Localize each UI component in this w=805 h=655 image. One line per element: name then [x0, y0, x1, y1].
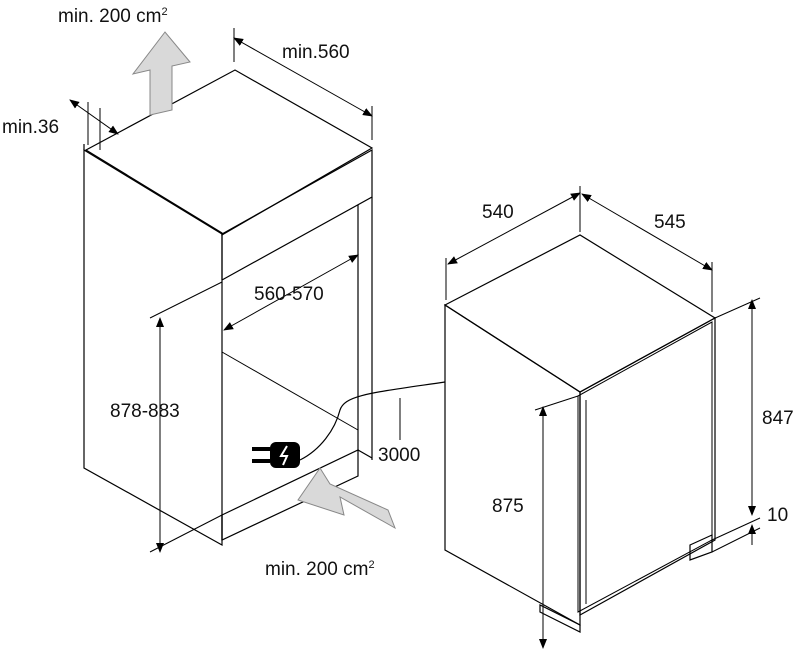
niche-left-panel — [83, 148, 223, 547]
appliance-top — [443, 234, 717, 393]
niche-dimensions — [69, 28, 401, 553]
label-appliance-total-height: 875 — [492, 496, 524, 517]
niche-cabinet — [83, 69, 374, 547]
appliance — [443, 234, 717, 633]
label-appliance-width: 540 — [482, 202, 514, 223]
label-niche-height: 878-883 — [110, 401, 180, 422]
label-appliance-body-height: 847 — [762, 408, 794, 429]
appliance-dimensions — [445, 186, 761, 649]
appliance-door — [577, 321, 713, 613]
niche-top-panel — [84, 69, 374, 237]
bottom-vent-arrow — [297, 467, 396, 530]
appliance-side — [444, 303, 581, 627]
label-bottom-vent: min. 200 cm2 — [265, 559, 375, 580]
power-cable — [299, 381, 446, 461]
power-plug — [252, 381, 446, 468]
label-niche-width: 560-570 — [254, 284, 324, 305]
label-niche-side: min.36 — [2, 117, 59, 138]
top-vent-arrow — [131, 31, 191, 116]
label-appliance-depth: 545 — [654, 212, 686, 233]
label-top-vent: min. 200 cm2 — [58, 6, 168, 27]
label-niche-depth: min.560 — [282, 42, 350, 63]
labels: min. 200 cm2 min.560 min.36 560-570 878-… — [2, 6, 794, 580]
label-appliance-feet: 10 — [767, 505, 788, 526]
label-cable-length: 3000 — [378, 445, 420, 466]
appliance-feet — [539, 604, 581, 633]
appliance-front — [579, 316, 716, 617]
